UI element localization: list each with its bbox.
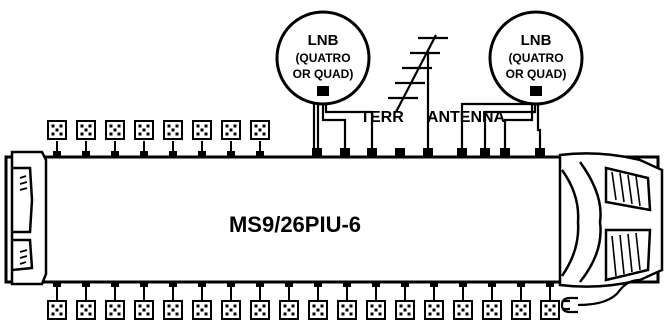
output-socket-icon — [221, 282, 241, 320]
multiswitch-body — [4, 155, 660, 284]
output-socket-icon — [47, 282, 67, 320]
lnb-left-type-line1: (QUATRO — [295, 51, 350, 65]
power-plug-icon — [560, 278, 641, 314]
output-socket-icon — [221, 120, 241, 157]
output-socket-icon — [308, 282, 328, 320]
output-socket-icon — [250, 120, 270, 157]
lnb-right-type-line2: OR QUAD) — [506, 67, 567, 81]
output-socket-icon — [163, 120, 183, 157]
output-socket-icon — [105, 282, 125, 320]
lnb-right: LNB (QUATRO OR QUAD) — [488, 10, 584, 106]
output-socket-icon — [47, 120, 67, 157]
output-socket-icon — [250, 282, 270, 320]
lnb-left-type-line2: OR QUAD) — [293, 67, 354, 81]
top-outputs — [47, 120, 270, 157]
output-socket-icon — [163, 282, 183, 320]
lnb-right-title: LNB — [521, 32, 552, 49]
output-socket-icon — [540, 282, 560, 320]
output-socket-icon — [279, 282, 299, 320]
bottom-outputs — [47, 282, 560, 320]
device-model-label: MS9/26PIU-6 — [229, 212, 361, 237]
output-socket-icon — [511, 282, 531, 320]
output-socket-icon — [337, 282, 357, 320]
terr-label: TERR — [360, 109, 404, 126]
output-socket-icon — [453, 282, 473, 320]
input-ports — [312, 148, 545, 158]
lnb-right-type-line1: (QUATRO — [508, 51, 563, 65]
antenna-label: ANTENNA — [427, 109, 506, 126]
output-socket-icon — [134, 120, 154, 157]
output-socket-icon — [424, 282, 444, 320]
output-socket-icon — [105, 120, 125, 157]
right-end-cap — [558, 152, 664, 288]
output-socket-icon — [134, 282, 154, 320]
output-socket-icon — [192, 282, 212, 320]
terrestrial-antenna-icon — [388, 34, 448, 113]
lnb-left-title: LNB — [308, 32, 339, 49]
left-end-cap — [10, 150, 48, 286]
lnb-left: LNB (QUATRO OR QUAD) — [275, 10, 371, 106]
output-socket-icon — [482, 282, 502, 320]
output-socket-icon — [76, 120, 96, 157]
output-socket-icon — [192, 120, 212, 157]
output-socket-icon — [366, 282, 386, 320]
output-socket-icon — [76, 282, 96, 320]
output-socket-icon — [395, 282, 415, 320]
